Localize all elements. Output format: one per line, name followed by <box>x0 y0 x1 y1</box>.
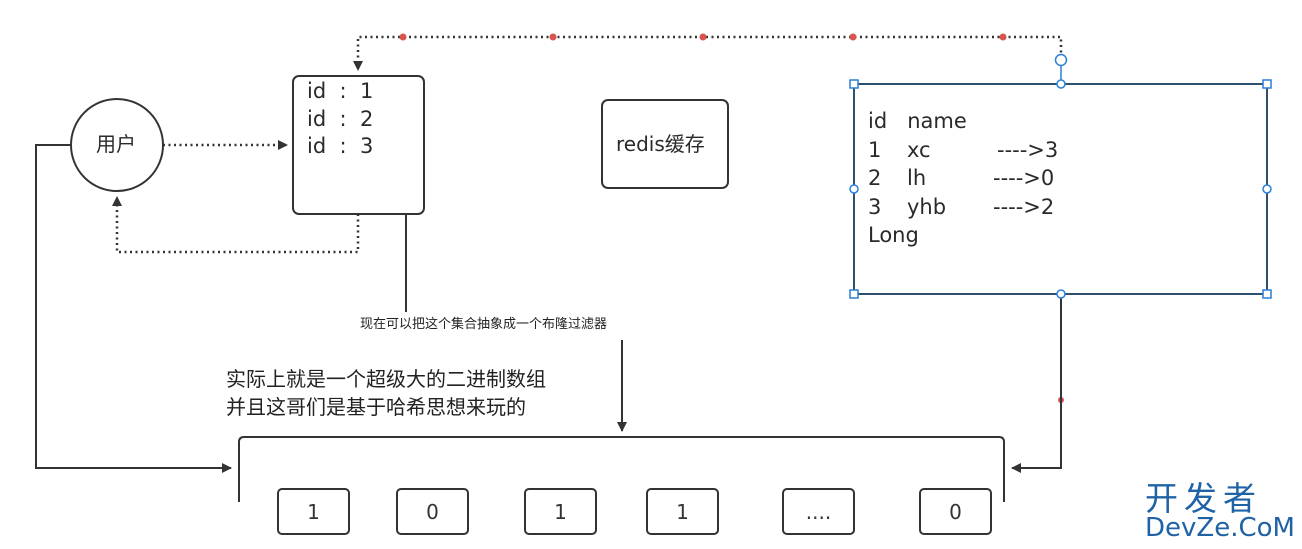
db-row-1-id: 1 <box>868 138 882 162</box>
db-row-3-map: ---->2 <box>993 195 1055 219</box>
bit-cell: 1 <box>646 488 719 535</box>
db-row-2-map: ---->0 <box>993 166 1055 190</box>
arrow-table-to-bitarray <box>1011 294 1062 473</box>
arrow-user-to-bitarray <box>35 144 232 473</box>
db-table-header: id name <box>868 109 967 133</box>
description-line-2: 并且这哥们是基于哈希思想来玩的 <box>226 395 526 419</box>
selection-handles[interactable] <box>849 53 1272 299</box>
bit-cell: .... <box>782 488 855 535</box>
id-list-line-3: id : 3 <box>307 134 374 158</box>
connector-waypoints <box>399 33 1064 403</box>
redis-cache-box <box>601 99 729 189</box>
arrow-table-to-idlist <box>353 35 1063 71</box>
watermark-line-2: DevZe.CoM <box>1145 513 1295 543</box>
id-list-line-1: id : 1 <box>307 79 374 103</box>
bit-cell: 1 <box>277 488 350 535</box>
db-row-1-map: ---->3 <box>997 138 1059 162</box>
bit-cell: 0 <box>396 488 469 535</box>
db-row-2-name: lh <box>907 166 927 190</box>
bit-cell: 1 <box>524 488 597 535</box>
db-row-1-name: xc <box>907 138 931 162</box>
redis-cache-label: redis缓存 <box>616 132 705 156</box>
db-table-footer: Long <box>868 223 919 247</box>
description-line-1: 实际上就是一个超级大的二进制数组 <box>226 367 546 391</box>
bit-array-container <box>238 436 1005 502</box>
bit-cell: 0 <box>919 488 992 535</box>
bloom-filter-note: 现在可以把这个集合抽象成一个布隆过滤器 <box>358 317 610 332</box>
user-node-label: 用户 <box>96 132 136 156</box>
watermark-line-1: 开发者 <box>1145 479 1262 518</box>
id-list-line-2: id : 2 <box>307 107 374 131</box>
db-row-3-name: yhb <box>907 195 947 219</box>
db-row-3-id: 3 <box>868 195 882 219</box>
db-row-2-id: 2 <box>868 166 882 190</box>
